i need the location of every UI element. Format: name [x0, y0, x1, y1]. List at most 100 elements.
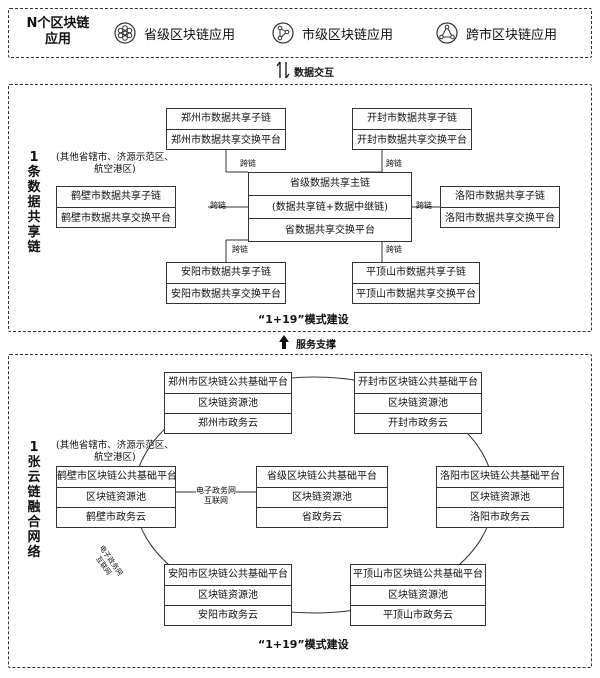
cross-chain-label: 跨链 — [240, 159, 256, 168]
app-layer-frame — [8, 8, 592, 58]
pingdingshan-chain-box: 平顶山市数据共享子链 平顶山市数据共享交换平台 — [352, 262, 480, 304]
luoyang-blockchain-platform: 洛阳市区块链公共基础平台 — [440, 471, 560, 482]
cross-chain-label: 跨链 — [386, 159, 402, 168]
zhengzhou-exchange-platform: 郑州市数据共享交换平台 — [167, 129, 285, 150]
cloud-section-caption: “1+19”模式建设 — [258, 638, 349, 651]
pingdingshan-cloud-box: 平顶山市区块链公共基础平台 区块链资源池 平顶山市政务云 — [350, 564, 486, 626]
up-arrow-icon — [279, 335, 289, 349]
chain-label-char: 1 — [29, 150, 39, 165]
cloud-label-char: 融 — [27, 500, 41, 515]
hebi-blockchain-platform: 鹤壁市区块链公共基础平台 — [57, 471, 175, 482]
service-support-label: 服务支撑 — [296, 340, 336, 351]
cloud-label-char: 张 — [27, 455, 41, 470]
pingdingshan-resource-pool: 区块链资源池 — [351, 585, 485, 605]
anyang-blockchain-platform: 安阳市区块链公共基础平台 — [168, 569, 288, 580]
cloud-other-note-line2: 航空港区) — [94, 452, 136, 463]
zhengzhou-gov-cloud: 郑州市政务云 — [165, 413, 291, 433]
egov-network-label: 电子政务网 互联网 — [196, 486, 236, 506]
luoyang-exchange-platform: 洛阳市数据共享交换平台 — [441, 207, 559, 228]
chain-label-char: 享 — [27, 225, 41, 240]
zhengzhou-subchain: 郑州市数据共享子链 — [181, 113, 271, 124]
cloud-label-char: 1 — [29, 440, 39, 455]
pingdingshan-exchange-platform: 平顶山市数据共享交换平台 — [353, 283, 479, 304]
cloud-layer-frame — [8, 354, 592, 668]
chain-label-char: 共 — [27, 210, 41, 225]
kaifeng-chain-box: 开封市数据共享子链 开封市数据共享交换平台 — [352, 108, 472, 150]
cloud-other-note-line1: (其他省辖市、济源示范区、 — [56, 440, 174, 451]
luoyang-gov-cloud: 洛阳市政务云 — [437, 507, 563, 527]
pingdingshan-blockchain-platform: 平顶山市区块链公共基础平台 — [353, 569, 483, 580]
zhengzhou-resource-pool: 区块链资源池 — [165, 393, 291, 413]
chain-section-caption: “1+19”模式建设 — [258, 313, 349, 326]
cross-chain-label: 跨链 — [232, 245, 248, 254]
luoyang-subchain: 洛阳市数据共享子链 — [455, 191, 545, 202]
provincial-exchange-platform: 省数据共享交换平台 — [249, 218, 411, 241]
cloud-label-char: 链 — [27, 485, 41, 500]
anyang-resource-pool: 区块链资源池 — [165, 585, 291, 605]
provincial-main-chain-box: 省级数据共享主链 (数据共享链+数据中继链) 省数据共享交换平台 — [248, 172, 412, 242]
hebi-cloud-box: 鹤壁市区块链公共基础平台 区块链资源池 鹤壁市政务云 — [56, 466, 176, 528]
provincial-gov-cloud: 省政务云 — [257, 507, 387, 527]
app-layer-title-line2: 应用 — [44, 32, 71, 47]
app-layer-title: N个区块链 应用 — [18, 16, 98, 48]
app-layer-title-line1: N个区块链 — [26, 16, 90, 31]
branch-network-icon — [272, 22, 294, 44]
hebi-resource-pool: 区块链资源池 — [57, 487, 175, 507]
cross-chain-label: 跨链 — [386, 245, 402, 254]
data-exchange-label: 数据交互 — [294, 68, 334, 79]
hebi-chain-box: 鹤壁市数据共享子链 鹤壁市数据共享交换平台 — [56, 186, 176, 228]
zhengzhou-blockchain-platform: 郑州市区块链公共基础平台 — [168, 377, 288, 388]
kaifeng-gov-cloud: 开封市政务云 — [355, 413, 481, 433]
anyang-subchain: 安阳市数据共享子链 — [181, 267, 271, 278]
egov-line1: 电子政务网 — [196, 486, 236, 495]
pingdingshan-subchain: 平顶山市数据共享子链 — [366, 267, 466, 278]
luoyang-cloud-box: 洛阳市区块链公共基础平台 区块链资源池 洛阳市政务云 — [436, 466, 564, 528]
cloud-other-cities-note: (其他省辖市、济源示范区、 航空港区) — [56, 440, 174, 464]
chain-other-note-line2: 航空港区) — [94, 164, 136, 175]
hebi-subchain: 鹤壁市数据共享子链 — [71, 191, 161, 202]
luoyang-chain-box: 洛阳市数据共享子链 洛阳市数据共享交换平台 — [440, 186, 560, 228]
cloud-label-char: 合 — [27, 515, 41, 530]
cross-chain-label: 跨链 — [210, 201, 226, 210]
cloud-label-char: 网 — [27, 530, 41, 545]
provincial-main-chain: 省级数据共享主链 — [290, 178, 370, 189]
zhengzhou-cloud-box: 郑州市区块链公共基础平台 区块链资源池 郑州市政务云 — [164, 372, 292, 434]
kaifeng-resource-pool: 区块链资源池 — [355, 393, 481, 413]
hebi-gov-cloud: 鹤壁市政务云 — [57, 507, 175, 527]
provincial-cloud-box: 省级区块链公共基础平台 区块链资源池 省政务云 — [256, 466, 388, 528]
hebi-exchange-platform: 鹤壁市数据共享交换平台 — [57, 207, 175, 228]
cloud-vertical-label: 1 张 云 链 融 合 网 络 — [26, 440, 42, 560]
chain-label-char: 链 — [27, 240, 41, 255]
flower-network-icon — [114, 22, 136, 44]
cross-chain-label: 跨链 — [416, 201, 432, 210]
chain-vertical-label: 1 条 数 据 共 享 链 — [26, 150, 42, 255]
app-city-label: 市级区块链应用 — [302, 28, 394, 43]
kaifeng-cloud-box: 开封市区块链公共基础平台 区块链资源池 开封市政务云 — [354, 372, 482, 434]
anyang-cloud-box: 安阳市区块链公共基础平台 区块链资源池 安阳市政务云 — [164, 564, 292, 626]
kaifeng-subchain: 开封市数据共享子链 — [367, 113, 457, 124]
triangle-network-icon — [436, 22, 458, 44]
luoyang-resource-pool: 区块链资源池 — [437, 487, 563, 507]
provincial-blockchain-platform: 省级区块链公共基础平台 — [267, 471, 377, 482]
anyang-gov-cloud: 安阳市政务云 — [165, 605, 291, 625]
cloud-label-char: 云 — [27, 470, 41, 485]
app-provincial-label: 省级区块链应用 — [144, 28, 236, 43]
chain-other-note-line1: (其他省辖市、济源示范区、 — [56, 152, 174, 163]
chain-other-cities-note: (其他省辖市、济源示范区、 航空港区) — [56, 152, 174, 176]
provincial-chain-composition: (数据共享链+数据中继链) — [249, 195, 411, 218]
chain-layer-frame — [8, 84, 592, 332]
provincial-resource-pool: 区块链资源池 — [257, 487, 387, 507]
anyang-exchange-platform: 安阳市数据共享交换平台 — [167, 283, 285, 304]
chain-label-char: 数 — [27, 180, 41, 195]
chain-label-char: 条 — [27, 165, 41, 180]
kaifeng-exchange-platform: 开封市数据共享交换平台 — [353, 129, 471, 150]
zhengzhou-chain-box: 郑州市数据共享子链 郑州市数据共享交换平台 — [166, 108, 286, 150]
bidirectional-arrow-icon — [276, 61, 290, 79]
cloud-label-char: 络 — [27, 545, 41, 560]
anyang-chain-box: 安阳市数据共享子链 安阳市数据共享交换平台 — [166, 262, 286, 304]
chain-label-char: 据 — [27, 195, 41, 210]
kaifeng-blockchain-platform: 开封市区块链公共基础平台 — [358, 377, 478, 388]
egov-line2: 互联网 — [204, 496, 228, 505]
app-cross-city-label: 跨市区块链应用 — [466, 28, 558, 43]
pingdingshan-gov-cloud: 平顶山市政务云 — [351, 605, 485, 625]
